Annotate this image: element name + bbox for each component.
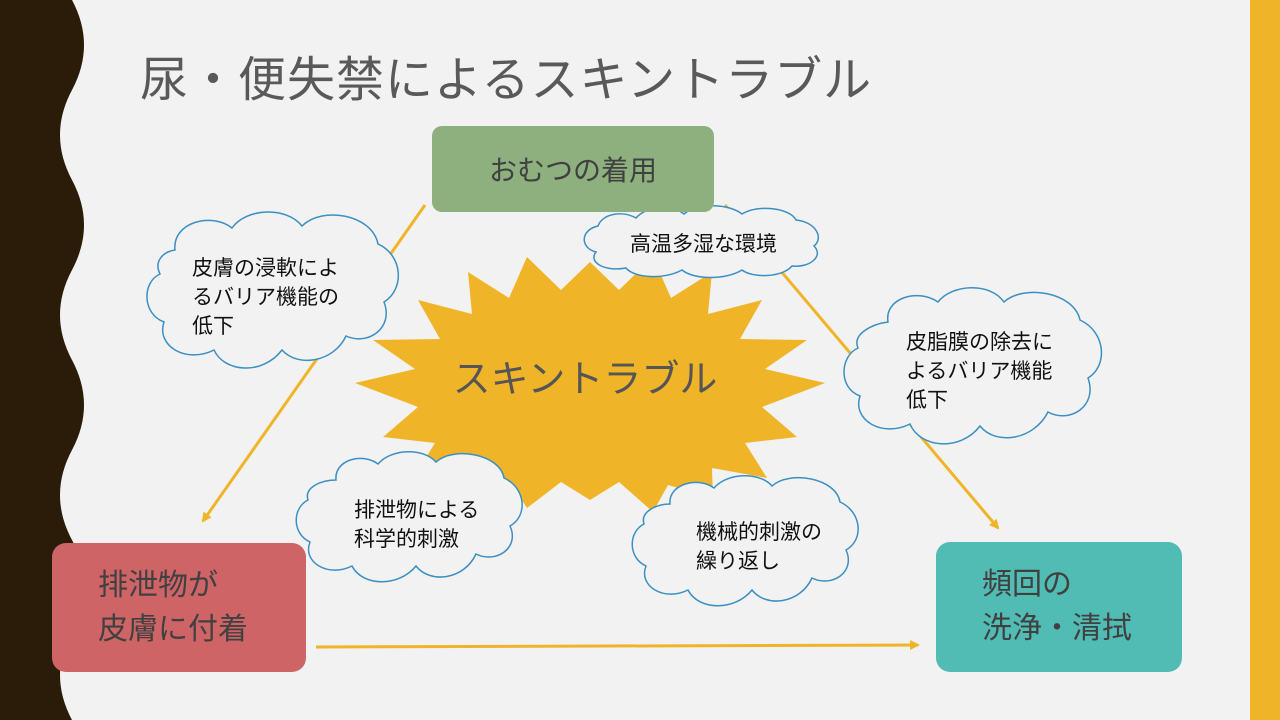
left-wavy-band bbox=[0, 0, 84, 720]
cloud-mechanical-text: 機械的刺激の 繰り返し bbox=[696, 518, 822, 576]
cloud-line: 繰り返し bbox=[696, 549, 780, 573]
box-washing-line: 頻回の bbox=[982, 567, 1072, 602]
cloud-line: 低下 bbox=[192, 314, 234, 338]
cloud-line: 排泄物による bbox=[354, 498, 480, 522]
cloud-line: 皮脂膜の除去に bbox=[906, 330, 1053, 354]
box-diaper-use: おむつの着用 bbox=[432, 126, 714, 212]
cloud-line: 科学的刺激 bbox=[354, 527, 459, 551]
cloud-line: るバリア機能の bbox=[192, 285, 339, 309]
cloud-line: よるバリア機能 bbox=[906, 359, 1053, 383]
cloud-chemical-text: 排泄物による 科学的刺激 bbox=[354, 496, 479, 554]
cloud-line: 機械的刺激の bbox=[696, 520, 822, 544]
box-excrement-line: 排泄物が bbox=[98, 567, 218, 603]
box-excrement-contact: 排泄物が 皮膚に付着 bbox=[52, 543, 306, 672]
slide-title: 尿・便失禁によるスキントラブル bbox=[140, 52, 873, 108]
cloud-chemical bbox=[295, 451, 523, 583]
box-diaper-label: おむつの着用 bbox=[488, 154, 657, 187]
cloud-sebum bbox=[843, 287, 1103, 445]
cloud-maceration bbox=[146, 211, 399, 369]
cloud-line: 高温多湿な環境 bbox=[630, 232, 777, 256]
cloud-mechanical bbox=[631, 475, 859, 607]
cloud-humidity bbox=[583, 205, 819, 279]
box-frequent-washing: 頻回の 洗浄・清拭 bbox=[936, 542, 1182, 672]
right-accent-band bbox=[1250, 0, 1280, 720]
cloud-sebum-text: 皮脂膜の除去に よるバリア機能 低下 bbox=[906, 328, 1053, 415]
cloud-line: 低下 bbox=[906, 388, 948, 412]
box-washing-line: 洗浄・清拭 bbox=[982, 611, 1132, 646]
cloud-humidity-text: 高温多湿な環境 bbox=[630, 230, 777, 259]
cloud-line: 皮膚の浸軟によ bbox=[192, 256, 339, 280]
starburst-shape bbox=[355, 257, 825, 512]
cloud-maceration-text: 皮膚の浸軟によ るバリア機能の 低下 bbox=[192, 254, 339, 341]
skin-trouble-label: スキントラブル bbox=[452, 357, 718, 401]
box-excrement-line: 皮膚に付着 bbox=[98, 611, 248, 647]
arrow-excrement-to-washing bbox=[315, 640, 920, 651]
